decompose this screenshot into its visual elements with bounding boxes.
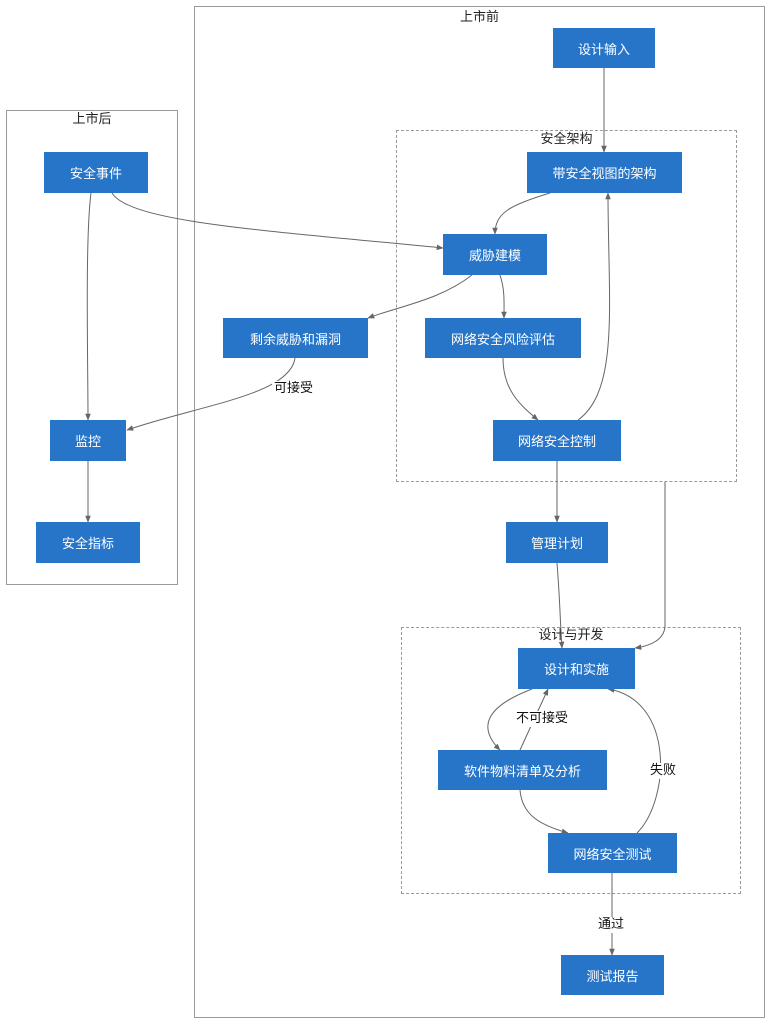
node-threat-modeling[interactable]: 威胁建模: [443, 234, 547, 275]
edge-label-failed: 失败: [648, 763, 679, 779]
node-design-implementation[interactable]: 设计和实施: [518, 648, 635, 689]
edge-design-to-sbom: [487, 688, 533, 751]
edge-controls-to-architecture: [577, 192, 611, 421]
security-architecture-group: 安全架构: [396, 130, 737, 482]
edge-threat-modeling-to-residual: [367, 274, 473, 319]
node-risk-assessment[interactable]: 网络安全风险评估: [425, 318, 581, 358]
edge-security-event-to-monitoring: [85, 192, 92, 421]
edge-label-passed: 通过: [596, 917, 627, 933]
node-sbom-analysis[interactable]: 软件物料清单及分析: [438, 750, 607, 790]
node-security-controls[interactable]: 网络安全控制: [493, 420, 621, 461]
edge-security-event-to-threat-modeling: [111, 192, 444, 251]
edge-architecture-group-to-design: [634, 482, 666, 650]
post-market-group: 上市后: [6, 110, 178, 585]
design-development-group: 设计与开发: [401, 627, 741, 894]
node-residual-threats[interactable]: 剩余威胁和漏洞: [223, 318, 368, 358]
edge-sbom-to-testing: [519, 789, 569, 834]
design-development-title: 设计与开发: [538, 628, 604, 643]
edge-label-unacceptable: 不可接受: [514, 711, 571, 727]
node-design-input[interactable]: 设计输入: [553, 28, 655, 68]
edge-management-plan-to-design: [556, 562, 565, 649]
node-management-plan[interactable]: 管理计划: [506, 522, 608, 563]
edge-architecture-to-threat-modeling: [492, 192, 551, 235]
node-security-testing[interactable]: 网络安全测试: [548, 833, 677, 873]
node-monitoring[interactable]: 监控: [50, 420, 126, 461]
node-security-metrics[interactable]: 安全指标: [36, 522, 140, 563]
node-architecture-view[interactable]: 带安全视图的架构: [527, 152, 682, 193]
edge-threat-modeling-to-risk-assessment: [499, 274, 507, 319]
post-market-title: 上市后: [72, 112, 112, 127]
pre-market-group: 上市前: [194, 6, 765, 1018]
pre-market-title: 上市前: [459, 10, 499, 25]
edge-label-acceptable: 可接受: [272, 381, 316, 397]
security-architecture-title: 安全架构: [540, 132, 593, 147]
node-security-event[interactable]: 安全事件: [44, 152, 148, 193]
edge-residual-to-monitoring: [126, 357, 296, 431]
edge-testing-to-design: [607, 687, 661, 834]
edge-risk-assessment-to-controls: [502, 357, 539, 421]
node-test-report[interactable]: 测试报告: [561, 955, 664, 995]
